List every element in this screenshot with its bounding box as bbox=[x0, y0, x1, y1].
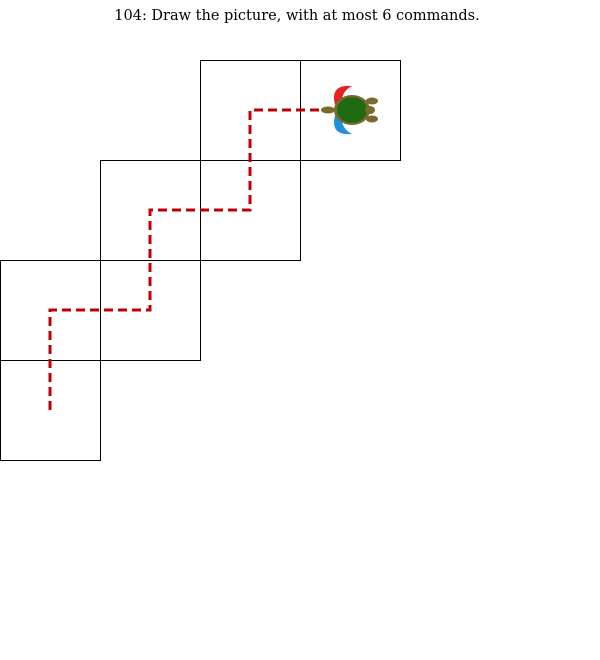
grid-cell bbox=[100, 260, 201, 361]
puzzle-title: 104: Draw the picture, with at most 6 co… bbox=[114, 8, 480, 24]
turtle-path bbox=[48, 108, 330, 410]
turtle-icon bbox=[321, 85, 378, 135]
